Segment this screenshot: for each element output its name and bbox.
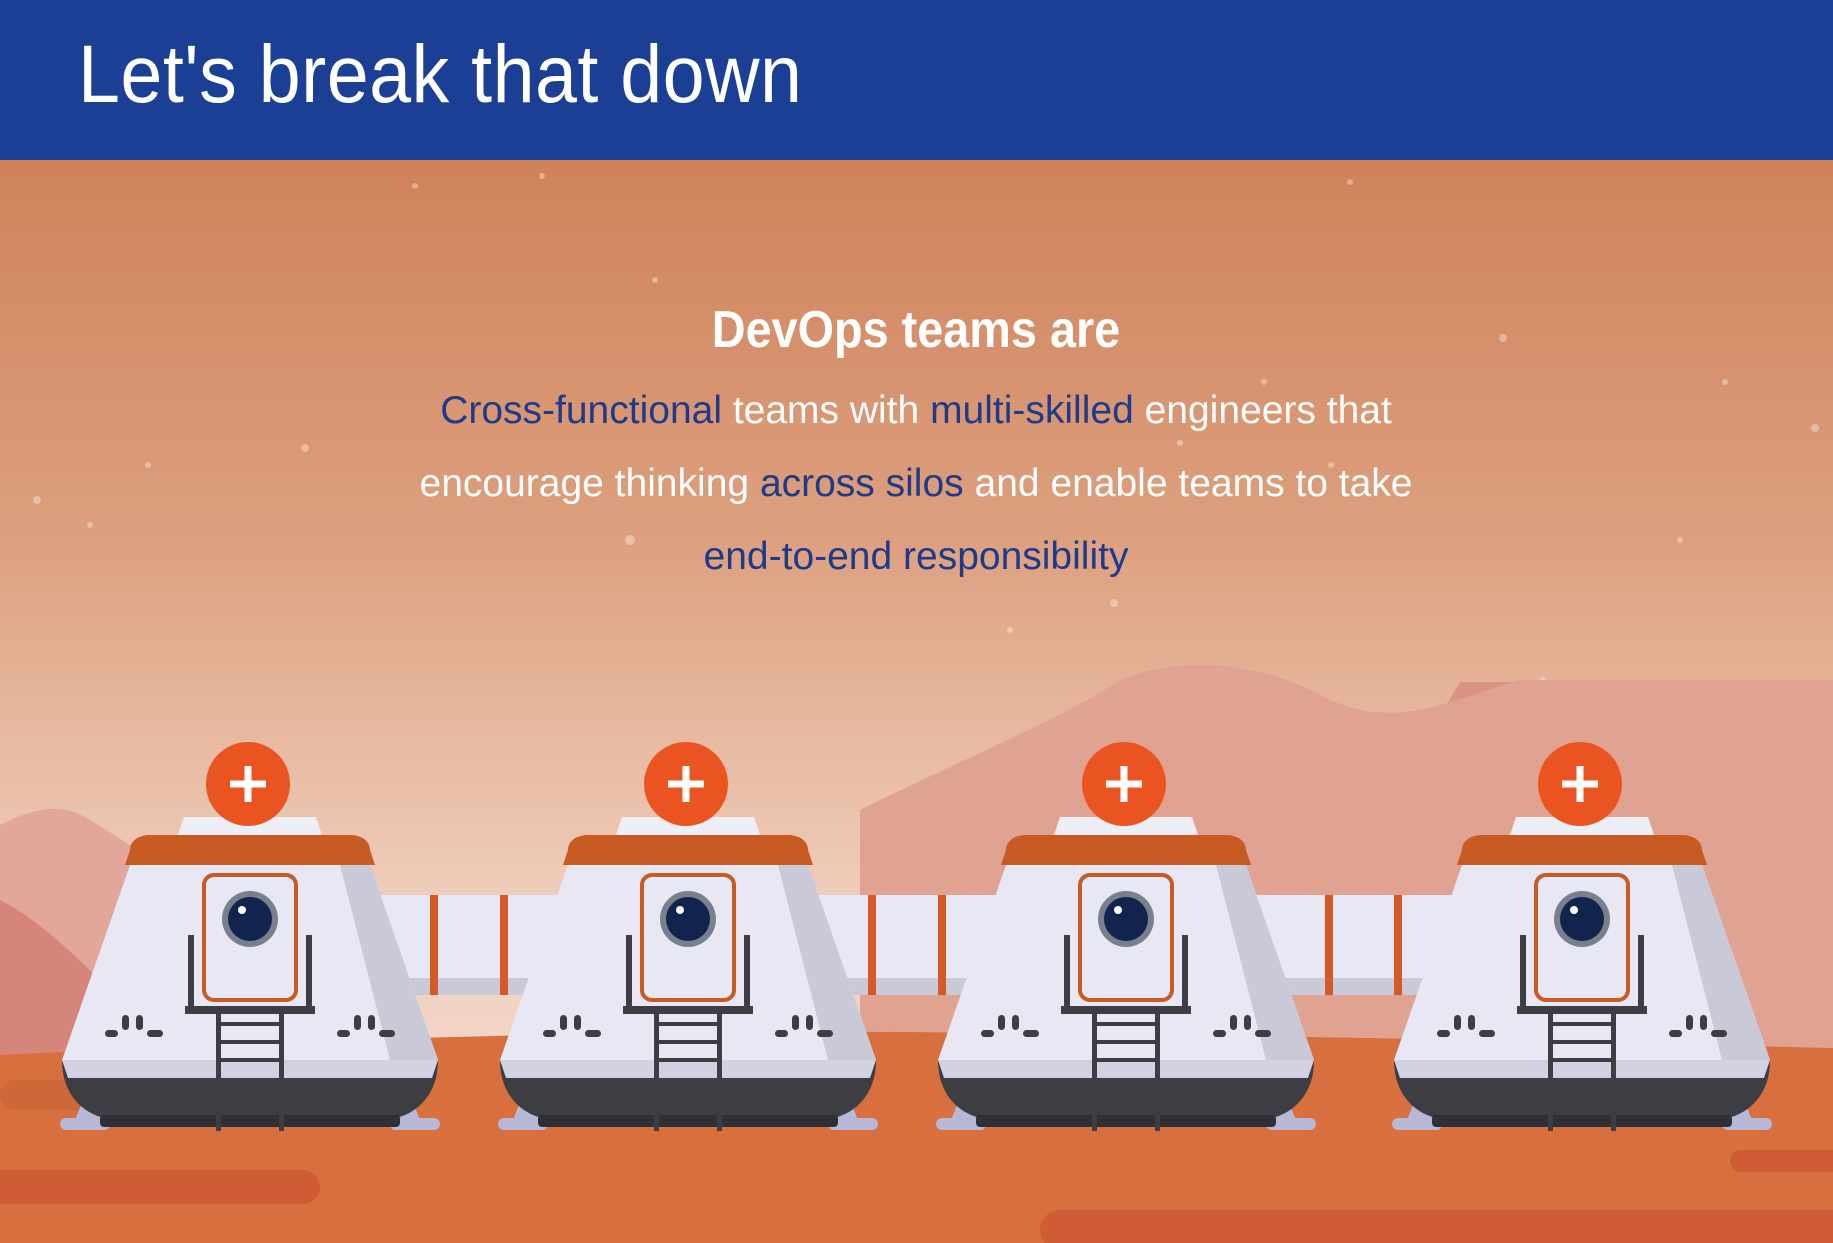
ground-stripe-3 <box>1730 1150 1833 1172</box>
intro-text-segment: teams with <box>721 389 931 432</box>
stars <box>33 173 1819 683</box>
intro-text-segment: and enable teams to take <box>963 462 1413 505</box>
plus-icon <box>1538 742 1622 826</box>
mars-base-scene: DevOps teams are Cross-functional teams … <box>0 160 1833 1243</box>
page-title: Let's break that down <box>78 29 803 120</box>
intro-text-segment: engineers that encourage thinking <box>419 389 1392 505</box>
corridors <box>340 895 1455 995</box>
intro-text: DevOps teams are Cross-functional teams … <box>366 300 1466 593</box>
plus-icon <box>206 742 290 826</box>
intro-description: Cross-functional teams with multi-skille… <box>366 374 1466 593</box>
highlight-term: end-to-end responsibility <box>703 535 1129 578</box>
ground-stripe-1 <box>0 1170 320 1204</box>
plus-icon <box>644 742 728 826</box>
highlight-term: multi-skilled <box>930 389 1134 432</box>
highlight-term: across silos <box>759 462 964 505</box>
intro-heading: DevOps teams are <box>711 301 1121 359</box>
ground <box>0 1031 1833 1243</box>
header-banner: Let's break that down <box>0 0 1833 160</box>
highlight-term: Cross-functional <box>440 389 722 432</box>
plus-icon <box>1082 742 1166 826</box>
ground-stripe-2 <box>1040 1210 1833 1243</box>
scene-illustration <box>0 160 1833 1243</box>
